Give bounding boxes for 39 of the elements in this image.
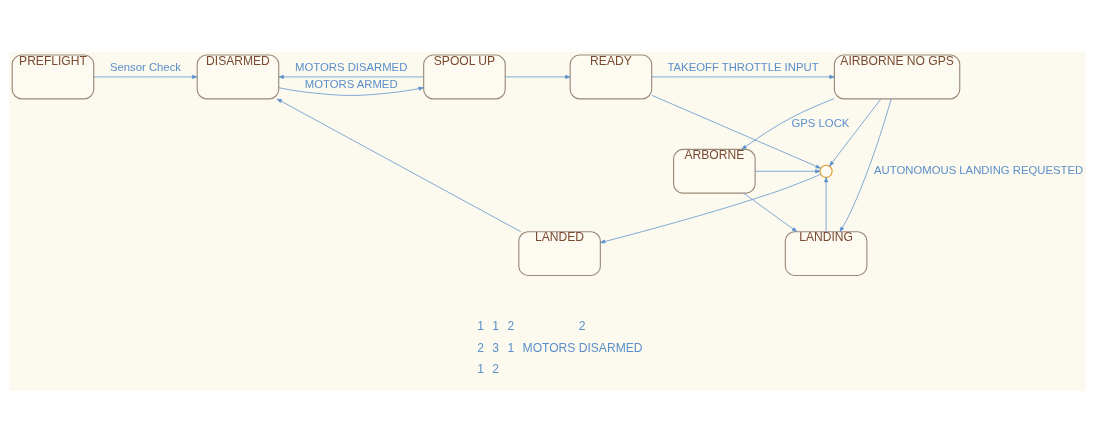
arrow	[600, 173, 822, 243]
label: 2	[492, 361, 500, 376]
node-box: ARBORNE	[673, 148, 756, 194]
node-box: READY	[569, 53, 653, 99]
arrow	[651, 94, 821, 168]
node-box: LANDED	[518, 230, 601, 276]
label: MOTORS DISARMED	[522, 340, 643, 355]
label: 2	[578, 318, 586, 333]
label: 2	[507, 318, 515, 333]
arrow	[754, 168, 821, 173]
label: 1	[477, 361, 484, 376]
label: 1	[477, 318, 484, 333]
node-box: AIRBORNE NO GPS	[833, 53, 961, 99]
arrow	[651, 74, 835, 79]
node-box: SPOOL UP	[423, 53, 506, 99]
node-box: PREFLIGHT	[11, 53, 95, 99]
label: 1	[507, 340, 515, 355]
arrow	[278, 74, 424, 79]
arrow	[743, 192, 798, 232]
edge-label: TAKEOFF THROTTLE INPUT	[667, 60, 819, 73]
arrow	[829, 98, 882, 166]
edge-label: Sensor Check	[109, 60, 181, 73]
arrow	[741, 97, 835, 150]
edge-label: MOTORS ARMED	[304, 77, 398, 90]
arrow	[505, 74, 571, 79]
edge-label: MOTORS DISARMED	[295, 60, 408, 73]
node-box: LANDING	[784, 230, 868, 276]
arrow	[839, 97, 892, 232]
label: 3	[492, 340, 500, 355]
arrow	[276, 98, 522, 232]
node-circle	[819, 164, 833, 178]
label: 1	[492, 318, 500, 333]
node-box: DISARMED	[196, 53, 280, 99]
arrow	[93, 74, 198, 79]
arrow	[278, 86, 424, 96]
edge-label: AUTONOMOUS LANDING REQUESTED	[874, 163, 1084, 176]
label: 2	[477, 340, 484, 355]
edge-label: GPS LOCK	[791, 116, 850, 129]
arrow	[824, 176, 829, 232]
